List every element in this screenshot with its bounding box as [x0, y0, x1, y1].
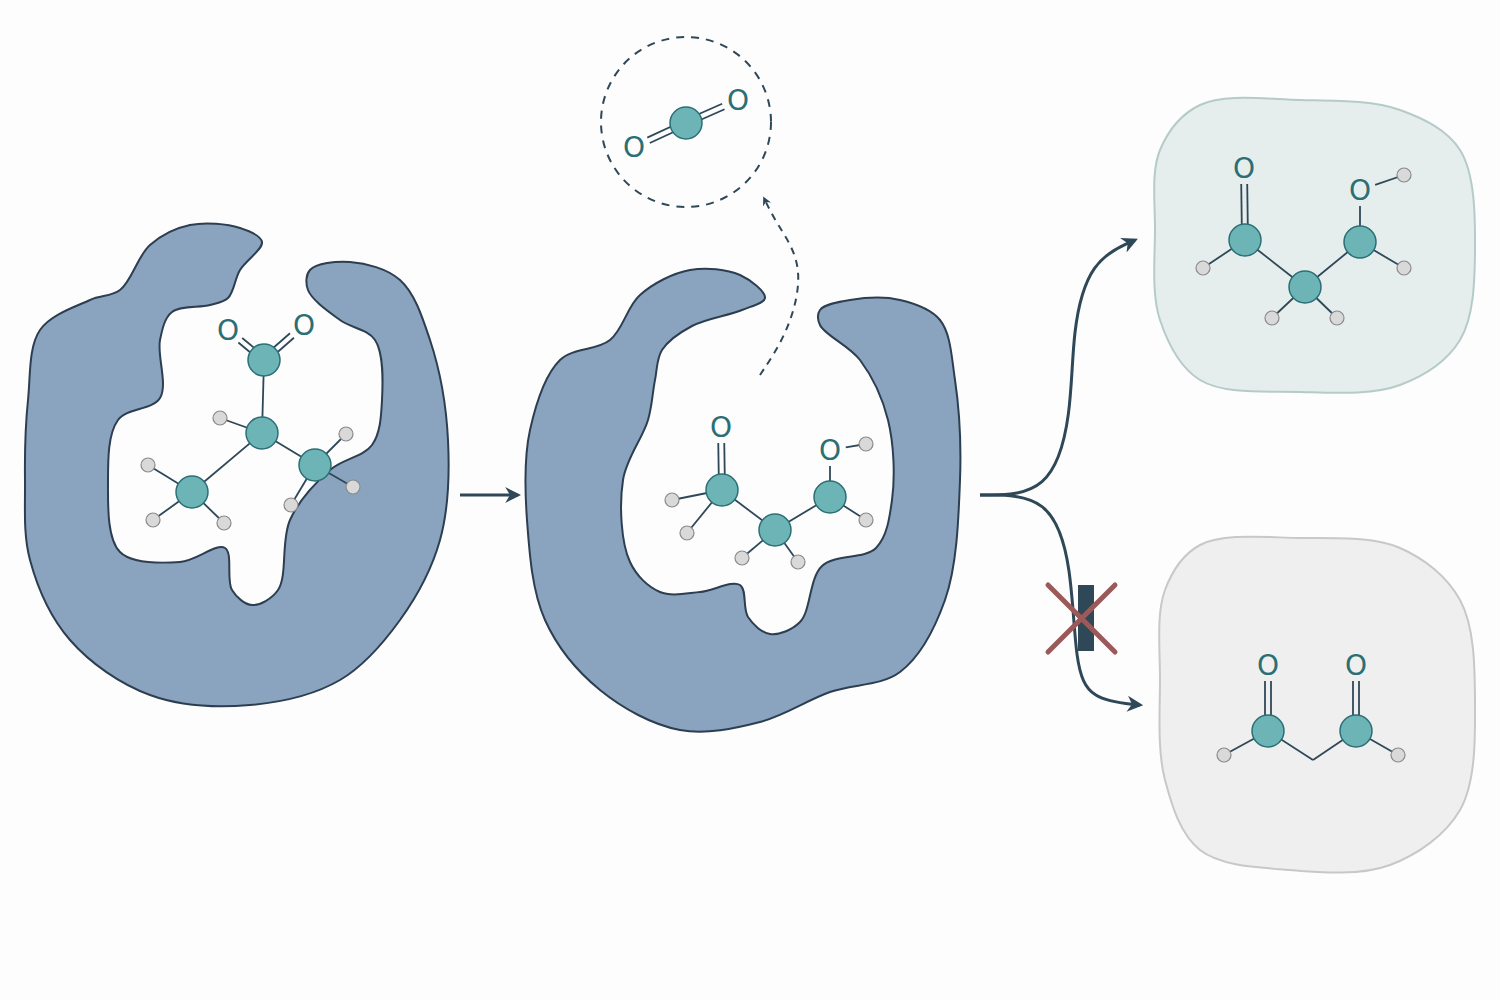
- oxygen-label: O: [819, 437, 841, 465]
- block-cross: [1048, 585, 1115, 652]
- hydrogen-atom: [284, 498, 298, 512]
- hydrogen-atom: [1196, 261, 1210, 275]
- oxygen-label: O: [710, 414, 732, 442]
- hydrogen-atom: [665, 493, 679, 507]
- carbon-atom: [299, 449, 331, 481]
- oxygen-label: O: [1345, 652, 1367, 680]
- hydrogen-atom: [859, 513, 873, 527]
- carbon-atom: [246, 417, 278, 449]
- carbon-atom: [706, 474, 738, 506]
- reaction-arrow: [460, 494, 518, 497]
- oxygen-label: O: [623, 134, 645, 162]
- enzyme-pocket: OO: [525, 265, 965, 737]
- hydrogen-atom: [1217, 748, 1231, 762]
- product-region: OO: [1153, 96, 1477, 394]
- carbon-atom: [1340, 715, 1372, 747]
- node-illustration: [20, 218, 452, 710]
- hydrogen-atom: [1330, 311, 1344, 325]
- carbon-atom: [759, 514, 791, 546]
- hydrogen-atom: [1397, 168, 1411, 182]
- hydrogen-atom: [1391, 748, 1405, 762]
- carbon-atom: [670, 107, 702, 139]
- carbon-atom: [1229, 224, 1261, 256]
- reaction-arrow: [980, 495, 1140, 705]
- region-outline: [1159, 537, 1475, 873]
- hydrogen-atom: [859, 437, 873, 451]
- carbon-atom: [176, 476, 208, 508]
- released-co2: OO: [598, 34, 774, 210]
- hydrogen-atom: [1265, 311, 1279, 325]
- carbon-atom: [248, 344, 280, 376]
- oxygen-label: O: [1349, 177, 1371, 205]
- carbon-atom: [814, 481, 846, 513]
- carbon-atom: [1289, 271, 1321, 303]
- hydrogen-atom: [735, 551, 749, 565]
- hydrogen-atom: [339, 427, 353, 441]
- oxygen-label: O: [217, 317, 239, 345]
- hydrogen-atom: [346, 480, 360, 494]
- node-illustration: [1158, 536, 1477, 872]
- hydrogen-atom: [1397, 261, 1411, 275]
- reaction-arrow: [980, 240, 1135, 495]
- hydrogen-atom: [680, 526, 694, 540]
- hydrogen-atom: [213, 411, 227, 425]
- carbon-atom: [1252, 715, 1284, 747]
- carbon-atom: [1344, 226, 1376, 258]
- oxygen-label: O: [293, 312, 315, 340]
- region-outline: [1154, 98, 1475, 393]
- oxygen-label: O: [727, 87, 749, 115]
- region-outline: [25, 223, 449, 706]
- enzyme-pocket: OO: [20, 218, 452, 710]
- hydrogen-atom: [146, 513, 160, 527]
- release-circle: [601, 37, 771, 207]
- hydrogen-atom: [141, 458, 155, 472]
- region-outline: [525, 269, 960, 732]
- oxygen-label: O: [1233, 155, 1255, 183]
- node-illustration: [525, 265, 965, 737]
- reaction-arrow: [760, 198, 798, 375]
- hydrogen-atom: [217, 516, 231, 530]
- blocked-product-region: OO: [1158, 536, 1477, 872]
- node-illustration: [1153, 96, 1477, 394]
- node-illustration: [598, 34, 774, 210]
- block-cross: [1048, 585, 1115, 652]
- oxygen-label: O: [1257, 652, 1279, 680]
- hydrogen-atom: [791, 555, 805, 569]
